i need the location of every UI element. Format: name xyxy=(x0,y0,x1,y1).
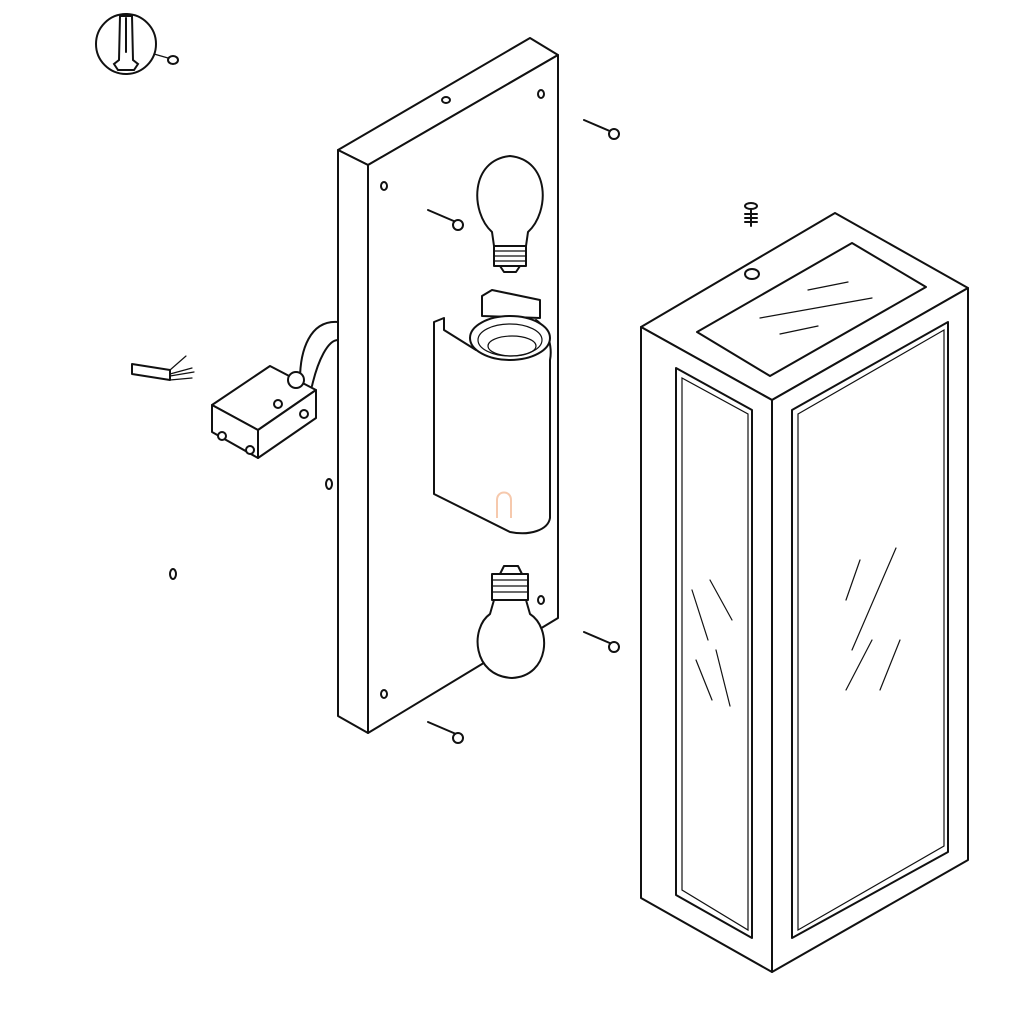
junction-box-icon xyxy=(211,320,339,459)
screw-icon xyxy=(427,721,464,744)
wall-plug-detail-icon xyxy=(95,13,179,75)
bulb-icon xyxy=(476,155,544,273)
lamp-shade-icon xyxy=(433,289,552,535)
screw-icon xyxy=(583,631,620,653)
housing-icon xyxy=(640,212,969,973)
screw-icon xyxy=(583,119,620,140)
bulb-icon xyxy=(476,565,545,679)
cable-icon xyxy=(131,355,195,381)
wall-plug-icon xyxy=(169,568,177,580)
screw-icon xyxy=(744,202,758,227)
screw-icon xyxy=(427,209,464,231)
wall-plug-icon xyxy=(325,478,333,490)
